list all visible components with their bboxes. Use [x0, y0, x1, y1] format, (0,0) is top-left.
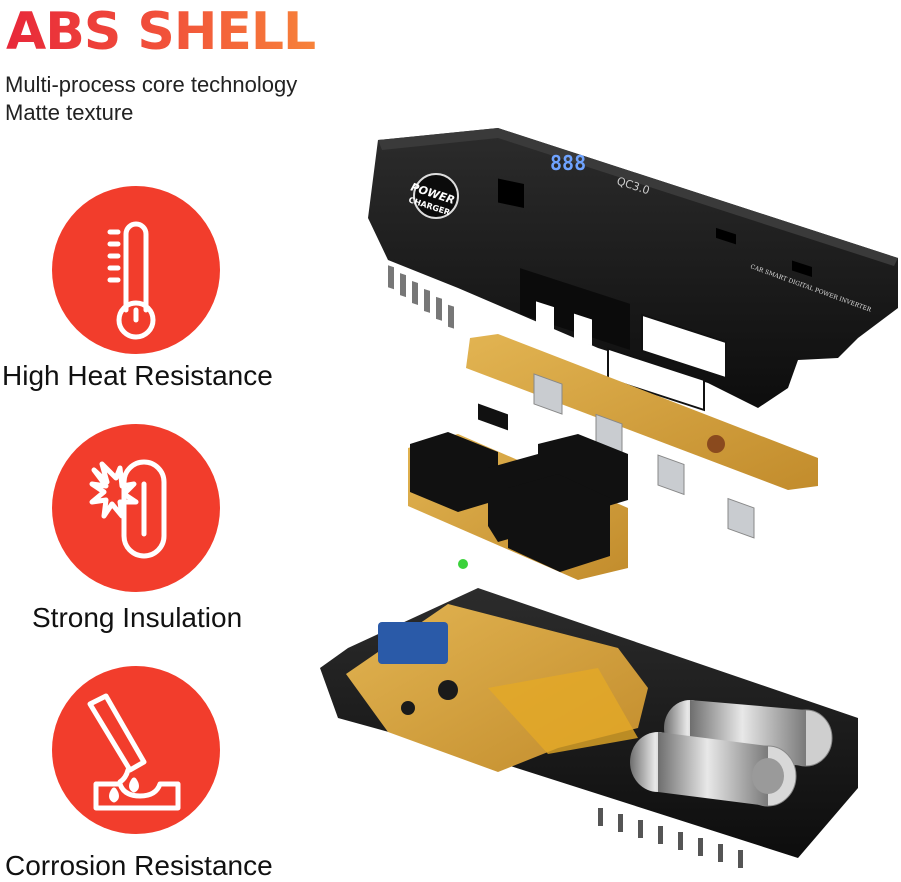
- inverter-exploded-view: 888 QC3.0 POWER CHARGER CAR SMART DIGITA…: [320, 128, 898, 868]
- corrosion-icon: [87, 693, 181, 811]
- feature-label-corrosion: Corrosion Resistance: [5, 850, 273, 881]
- led: [458, 559, 468, 569]
- led-display: 888: [550, 151, 586, 175]
- corrosion-resistance-badge: [52, 666, 220, 834]
- subtitle-line-1: Multi-process core technology: [5, 72, 298, 97]
- subtitle-line-2: Matte texture: [5, 100, 134, 125]
- usb-pcb: [466, 334, 818, 539]
- insulation-icon: [89, 459, 167, 559]
- ac-socket-board: [408, 432, 628, 580]
- thermometer-icon: [107, 221, 156, 340]
- transformer: [378, 622, 448, 664]
- insulation-badge: [52, 424, 220, 592]
- heat-resistance-badge: [52, 186, 220, 354]
- top-shell: 888 QC3.0 POWER CHARGER CAR SMART DIGITA…: [368, 128, 898, 429]
- feature-label-heat: High Heat Resistance: [2, 360, 273, 391]
- bottom-shell: [320, 559, 858, 868]
- feature-label-insulation: Strong Insulation: [32, 602, 243, 633]
- cigarette-socket-2: [630, 732, 797, 807]
- page-title: ABS SHELL: [6, 2, 316, 62]
